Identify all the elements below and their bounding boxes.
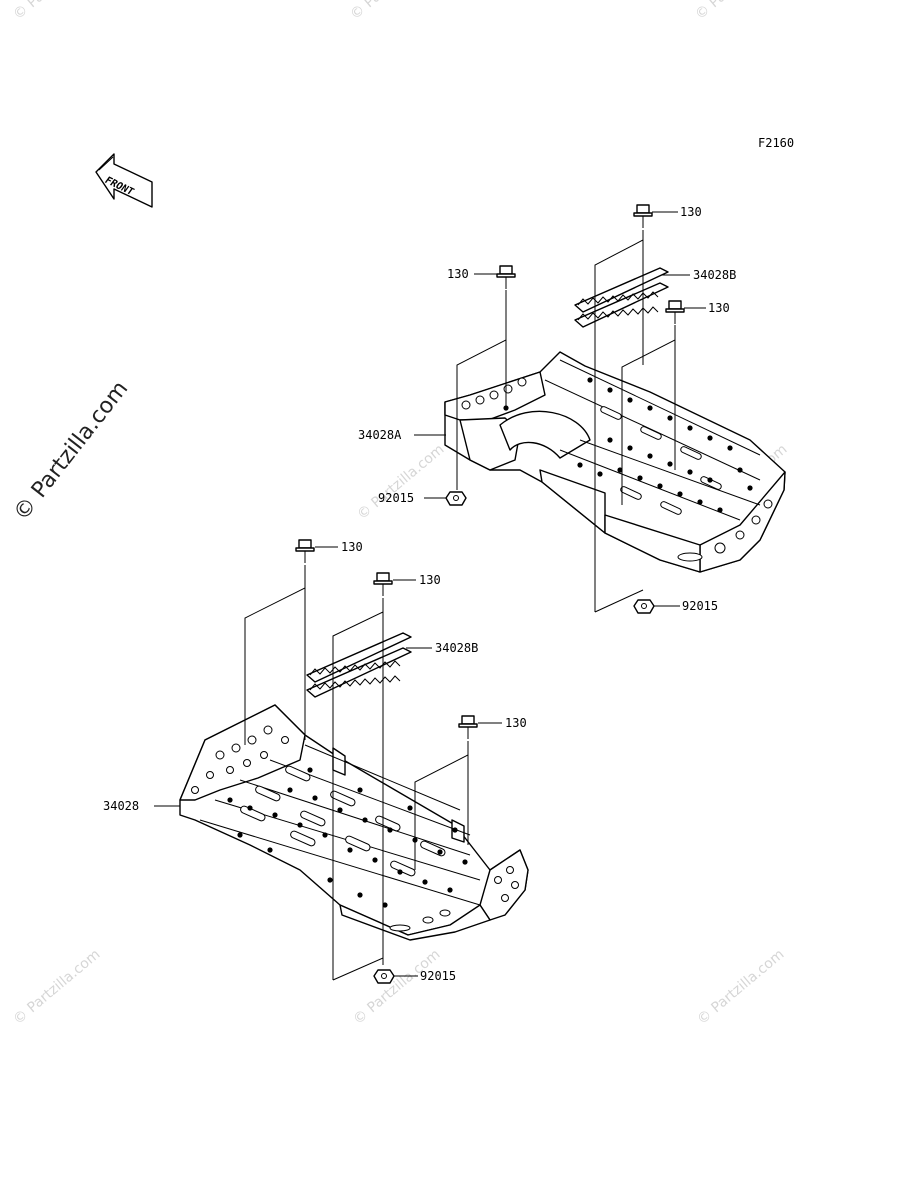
upper-footrest-assembly: 130 130 34028B 130 34028A 92015 92015 [358, 204, 786, 614]
bolt-icon [665, 300, 685, 324]
callout-upper-nut-right: 92015 [682, 599, 718, 613]
callout-lower-bolt-left: 130 [341, 540, 363, 554]
bolt-icon [633, 204, 653, 228]
watermark-tile: © Partzilla.com [10, 946, 103, 1028]
callout-upper-nut-left: 92015 [378, 491, 414, 505]
callout-upper-bolt-top: 130 [680, 205, 702, 219]
lower-footrest-assembly: 130 130 34028B 130 34028 92015 [103, 539, 529, 984]
callout-upper-pad: 34028B [693, 268, 736, 282]
watermark-main: © Partzilla.com [9, 377, 133, 526]
watermark-tile: © Partzilla.com [347, 0, 440, 23]
callout-upper-bolt-right: 130 [708, 301, 730, 315]
callout-lower-nut: 92015 [420, 969, 456, 983]
callout-lower-bolt-right: 130 [505, 716, 527, 730]
bolt-icon [373, 572, 393, 596]
nut-icon [633, 599, 655, 614]
callout-lower-footrest: 34028 [103, 799, 139, 813]
watermark-tile: © Partzilla.com [10, 0, 103, 23]
watermark-tile: © Partzilla.com [350, 946, 443, 1028]
callout-lower-bolt-mid: 130 [419, 573, 441, 587]
diagram-code: F2160 [758, 136, 794, 150]
watermark-tile: © Partzilla.com [694, 946, 787, 1028]
front-arrow-icon: FRONT [95, 153, 153, 208]
callout-upper-bolt-left: 130 [447, 267, 469, 281]
lower-tread-pad-part [306, 632, 412, 698]
bolt-icon [458, 715, 478, 739]
bolt-icon [295, 539, 315, 563]
callout-lower-pad: 34028B [435, 641, 478, 655]
nut-icon [445, 491, 467, 506]
bolt-icon [496, 265, 516, 289]
watermark-tile: © Partzilla.com [692, 0, 785, 23]
upper-tread-pad-part [574, 267, 669, 328]
nut-icon [373, 969, 395, 984]
callout-upper-footrest: 34028A [358, 428, 402, 442]
watermark-tile: © Partzilla.com [354, 441, 447, 523]
